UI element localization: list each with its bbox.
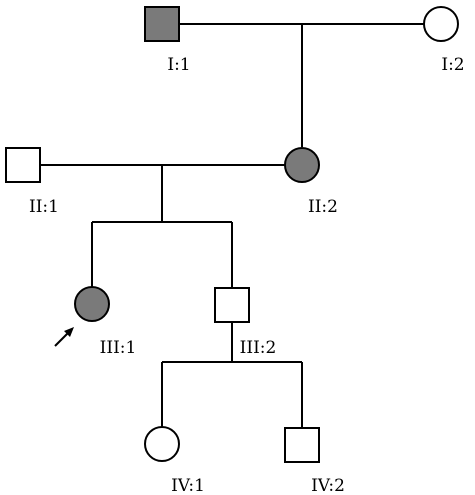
individual-label: IV:2 <box>311 476 345 495</box>
individual-label: III:2 <box>240 338 277 358</box>
individual-label: I:1 <box>167 55 190 75</box>
proband-arrow-icon <box>54 327 74 347</box>
individual-III2: III:2 <box>214 287 277 358</box>
individual-IV1: IV:1 <box>144 426 205 495</box>
female-unaffected-symbol <box>144 426 180 462</box>
male-unaffected-symbol <box>284 427 320 463</box>
male-unaffected-symbol <box>214 287 250 323</box>
individual-I2: I:2 <box>423 6 465 75</box>
individual-label: II:1 <box>29 197 59 217</box>
individual-label: I:2 <box>441 55 464 75</box>
individual-label: III:1 <box>100 338 137 358</box>
female-unaffected-symbol <box>423 6 459 42</box>
female-affected-symbol <box>74 286 110 322</box>
individual-label: II:2 <box>308 197 338 217</box>
pedigree-lines <box>40 23 424 427</box>
female-affected-symbol <box>284 147 320 183</box>
individual-I1: I:1 <box>144 6 191 75</box>
individual-label: IV:1 <box>171 476 205 495</box>
individual-II2: II:2 <box>284 147 338 217</box>
male-affected-symbol <box>144 6 180 42</box>
individual-III1: III:1 <box>54 286 137 358</box>
individual-II1: II:1 <box>5 147 59 217</box>
male-unaffected-symbol <box>5 147 41 183</box>
individual-IV2: IV:2 <box>284 427 345 495</box>
